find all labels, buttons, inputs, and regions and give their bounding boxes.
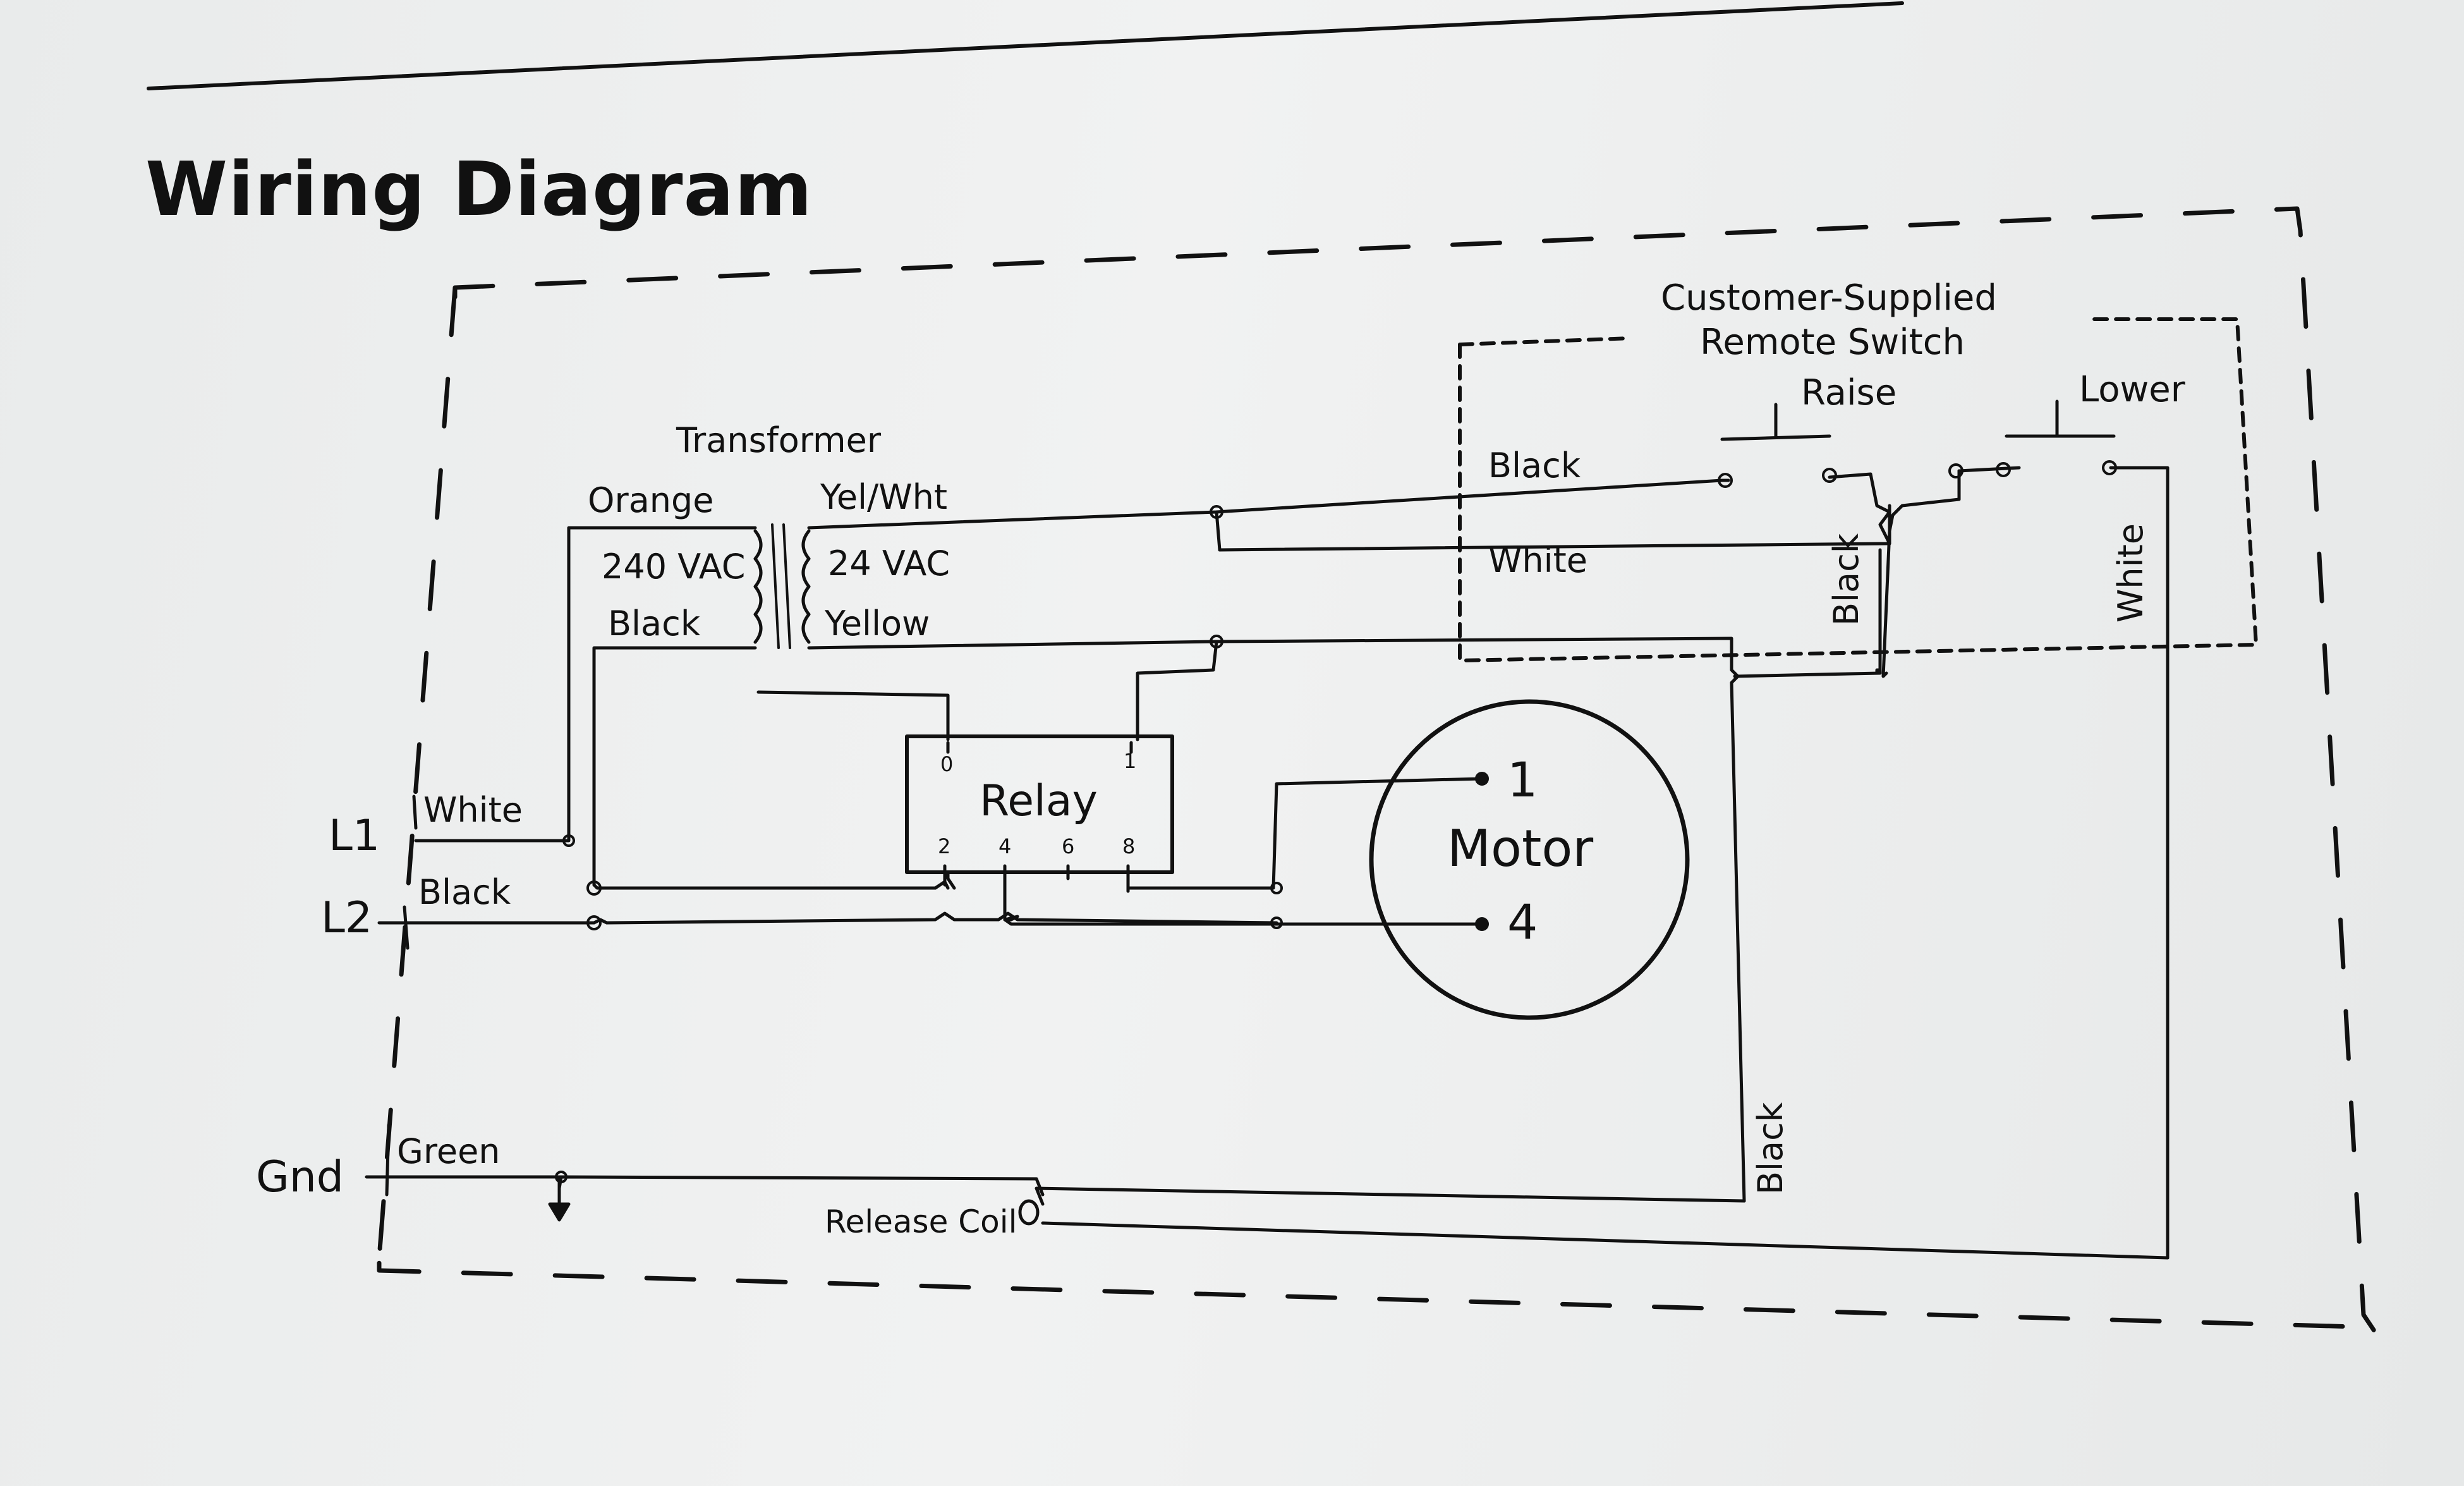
remote-switch-title-line2: Remote Switch [1700, 322, 1965, 363]
primary-voltage-label: 240 VAC [602, 547, 745, 587]
vertical-black-label-1: Black [1826, 533, 1866, 626]
header-rule [147, 1, 1904, 90]
primary-black-label: Black [608, 604, 701, 643]
secondary-voltage-label: 24 VAC [828, 544, 950, 583]
enclosure-outline [377, 206, 2379, 1336]
remote-switch-box [1458, 317, 2258, 662]
relay-box [905, 734, 1174, 874]
motor-label: Motor [1447, 819, 1593, 878]
relay-pin-6: 6 [1062, 834, 1074, 858]
release-coil-label: Release Coil [825, 1203, 1017, 1240]
motor-circle [1369, 699, 1690, 1020]
relay-pin-2: 2 [938, 834, 950, 858]
l1-label: L1 [329, 811, 380, 861]
vertical-white-label: White [2111, 523, 2151, 623]
release-coil-symbol [1018, 1199, 1040, 1226]
relay-label: Relay [980, 776, 1098, 826]
l2-label: L2 [321, 893, 372, 943]
ground-green-label: Green [397, 1131, 501, 1171]
lower-label: Lower [2079, 369, 2186, 410]
switch-black-label: Black [1488, 446, 1581, 485]
relay-pin-8: 8 [1122, 834, 1135, 858]
raise-label: Raise [1801, 372, 1897, 413]
relay-pin-0: 0 [940, 752, 953, 776]
yellow-wire-label: Yellow [824, 604, 930, 643]
motor-terminal-1: 1 [1507, 752, 1538, 808]
motor-terminal-4: 4 [1507, 894, 1538, 950]
remote-switch-title-line1: Customer-Supplied [1661, 277, 1997, 319]
transformer-label: Transformer [676, 420, 882, 460]
page-title: Wiring Diagram [145, 145, 813, 233]
l1-white-label: White [423, 790, 523, 830]
transformer-symbol [753, 523, 811, 649]
gnd-label: Gnd [256, 1152, 344, 1202]
switch-white-label: White [1488, 540, 1587, 580]
relay-pin-1: 1 [1124, 749, 1136, 773]
orange-wire-label: Orange [588, 480, 714, 520]
vertical-black-label-2: Black [1751, 1102, 1790, 1195]
yelwht-wire-label: Yel/Wht [820, 477, 947, 517]
relay-pin-4: 4 [998, 834, 1011, 858]
l2-black-label: Black [418, 872, 511, 912]
